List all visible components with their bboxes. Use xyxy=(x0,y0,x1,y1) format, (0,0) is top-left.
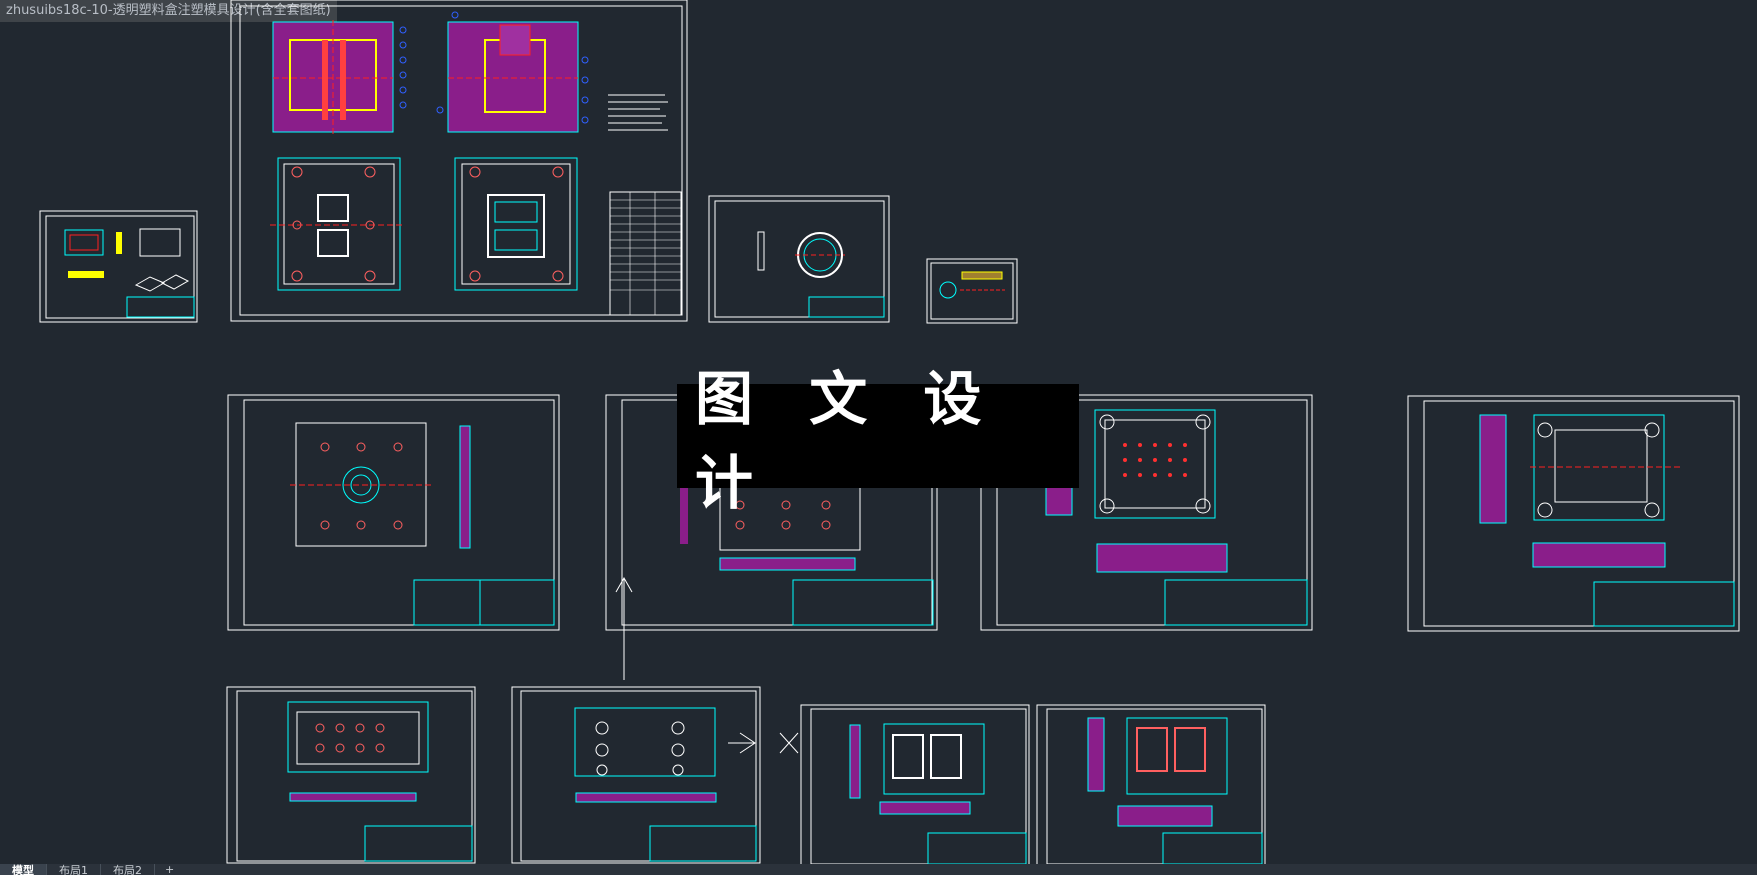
tab-layout-1[interactable]: 布局1 xyxy=(47,864,101,875)
watermark-text: 图 文 设 计 xyxy=(695,365,1000,517)
tab-model[interactable]: 模型 xyxy=(0,864,47,875)
sheet-support-plate[interactable] xyxy=(226,686,476,864)
sheet-locating-ring[interactable] xyxy=(926,258,1018,324)
layout-tab-bar: 模型 布局1 布局2 + xyxy=(0,864,1757,875)
add-layout-button[interactable]: + xyxy=(165,864,175,875)
sheet-core-plate[interactable] xyxy=(1407,395,1740,632)
sheet-assembly[interactable] xyxy=(230,0,688,322)
sheet-product[interactable] xyxy=(39,210,198,323)
watermark-banner: 图 文 设 计 xyxy=(677,365,1079,517)
sheet-core-insert[interactable] xyxy=(1036,704,1266,864)
sheet-cavity-plate[interactable] xyxy=(980,394,1313,631)
sheet-cavity-insert[interactable] xyxy=(800,704,1030,864)
tab-layout-2[interactable]: 布局2 xyxy=(101,864,155,875)
sheet-clamp-plate[interactable] xyxy=(227,394,560,631)
sheet-sprue-bushing[interactable] xyxy=(708,195,890,323)
sheet-ejector-plate[interactable] xyxy=(511,686,799,864)
